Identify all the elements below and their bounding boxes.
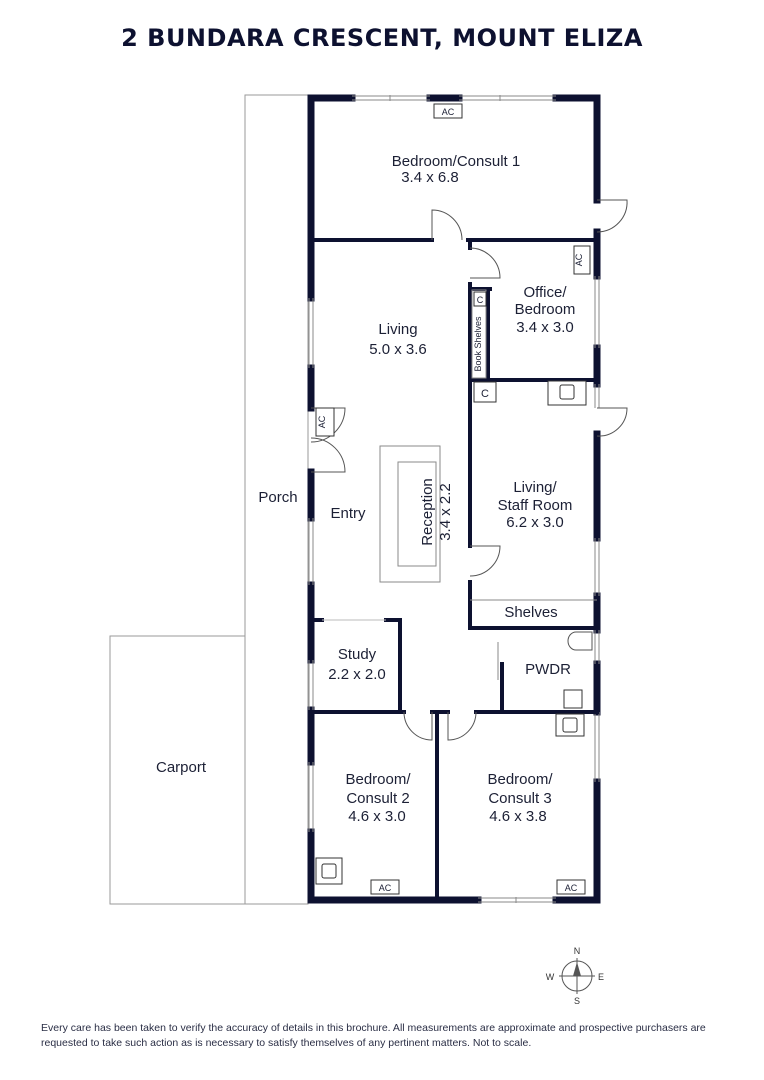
room-office-name2: Bedroom [515, 301, 576, 318]
room-bedroom3-name2: Consult 3 [488, 790, 551, 807]
room-staff-name2: Staff Room [498, 497, 573, 514]
disclaimer-text: Every care has been taken to verify the … [41, 1022, 706, 1049]
room-entry-name: Entry [330, 505, 366, 522]
room-pwdr-name: PWDR [525, 661, 571, 678]
room-office-size: 3.4 x 3.0 [516, 319, 574, 336]
compass-n: N [574, 946, 581, 956]
compass-w: W [546, 972, 555, 982]
basin-icon [315, 689, 585, 885]
cupboard-label: C [481, 388, 489, 400]
compass-icon [559, 958, 595, 994]
built-ins [379, 289, 597, 680]
room-living-name: Living [378, 321, 417, 338]
door-swings [310, 199, 628, 741]
room-carport-name: Carport [156, 759, 207, 776]
ac-units [315, 103, 591, 895]
compass-e: E [598, 972, 604, 982]
room-bedroom1-name: Bedroom/Consult 1 [392, 153, 520, 170]
exterior-walls [307, 94, 601, 904]
room-porch-name: Porch [258, 489, 297, 506]
toilet-icon [567, 631, 593, 651]
room-staff-name: Living/ [513, 479, 557, 496]
ac-label: AC [565, 883, 578, 893]
room-study-size: 2.2 x 2.0 [328, 666, 386, 683]
cupboard-label: C [477, 295, 484, 305]
room-bedroom1-size: 3.4 x 6.8 [401, 169, 459, 186]
ac-label: AC [442, 107, 455, 117]
room-study-name: Study [338, 646, 377, 663]
room-bedroom2-size: 4.6 x 3.0 [348, 808, 406, 825]
ac-label: AC [379, 883, 392, 893]
book-shelves-label: Book Shelves [473, 316, 483, 372]
shelves-label: Shelves [504, 604, 557, 621]
room-reception-size: 3.4 x 2.2 [437, 483, 454, 541]
room-bedroom2-name: Bedroom/ [345, 771, 411, 788]
room-bedroom2-name2: Consult 2 [346, 790, 409, 807]
sink-icon [547, 380, 587, 406]
compass-s: S [574, 996, 580, 1006]
room-office-name: Office/ [523, 284, 567, 301]
interior-walls [309, 238, 599, 902]
room-reception-name: Reception [419, 478, 436, 546]
plan-title: 2 BUNDARA CRESCENT, MOUNT ELIZA [121, 24, 643, 52]
room-bedroom3-name: Bedroom/ [487, 771, 553, 788]
ac-label: AC [574, 253, 584, 266]
ac-label: AC [317, 415, 327, 428]
room-bedroom3-size: 4.6 x 3.8 [489, 808, 547, 825]
room-living-size: 5.0 x 3.6 [369, 341, 427, 358]
windows [308, 95, 600, 903]
room-staff-size: 6.2 x 3.0 [506, 514, 564, 531]
